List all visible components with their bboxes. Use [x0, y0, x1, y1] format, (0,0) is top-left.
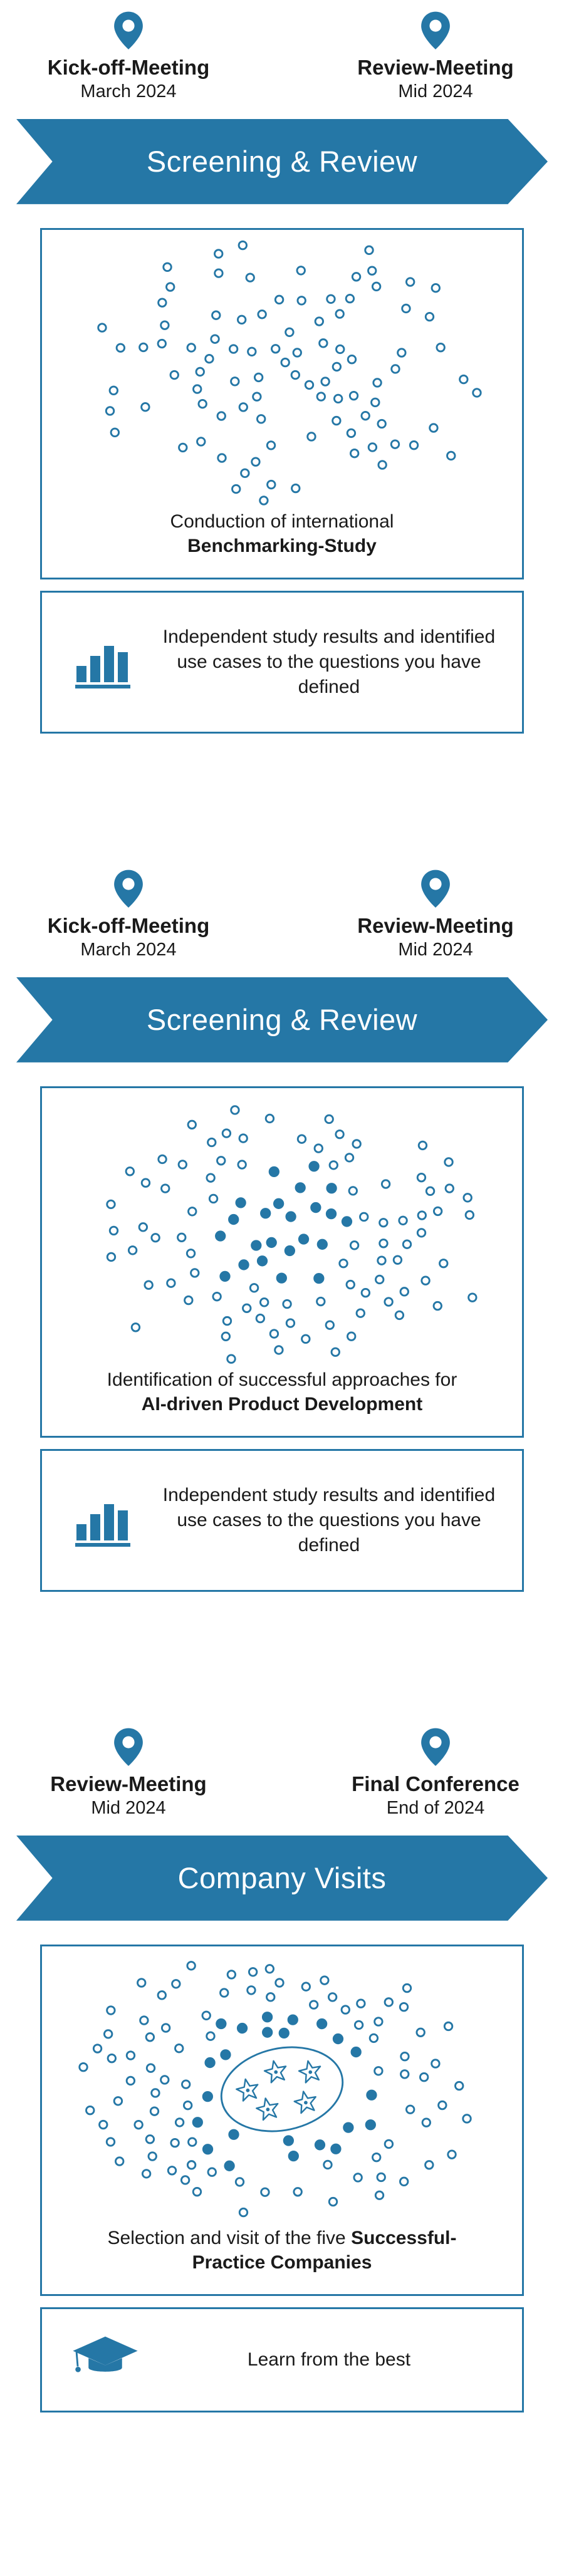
- phase-banner-label: Screening & Review: [146, 1003, 418, 1037]
- graduation-cap-icon: [58, 2333, 152, 2387]
- result-box: Learn from the best: [40, 2307, 524, 2413]
- caption-normal: Identification of successful approaches …: [107, 1369, 457, 1390]
- location-pin-icon: [418, 1727, 453, 1768]
- location-pin-icon: [418, 868, 453, 910]
- milestone-left: Kick-off-Meeting March 2024: [13, 10, 244, 103]
- bar-chart-icon: [58, 635, 152, 690]
- dots-illustration-stars: [78, 1960, 472, 2218]
- dots-illustration: [97, 240, 482, 506]
- milestone-left: Review-Meeting Mid 2024: [13, 1727, 244, 1819]
- result-text: Learn from the best: [247, 2349, 411, 2371]
- milestone-title: Kick-off-Meeting: [47, 56, 210, 79]
- phase-banner-label: Company Visits: [177, 1861, 387, 1895]
- phase-banner: Company Visits: [16, 1835, 548, 1921]
- milestones-row: Kick-off-Meeting March 2024 Review-Meeti…: [0, 10, 564, 103]
- location-pin-icon: [111, 1727, 146, 1768]
- milestone-right: Final Conference End of 2024: [320, 1727, 551, 1819]
- milestones-row: Kick-off-Meeting March 2024 Review-Meeti…: [0, 868, 564, 961]
- milestone-date: Mid 2024: [398, 81, 473, 101]
- caption-normal: Conduction of international: [170, 511, 394, 532]
- illustration-box: Identification of successful approaches …: [40, 1086, 524, 1438]
- milestone-date: End of 2024: [386, 1797, 485, 1818]
- milestones-row: Review-Meeting Mid 2024 Final Conference…: [0, 1727, 564, 1819]
- phase-section-3: Review-Meeting Mid 2024 Final Conference…: [0, 1716, 564, 2576]
- milestone-date: March 2024: [80, 81, 177, 101]
- result-text: Independent study results and identified…: [162, 1485, 496, 1555]
- milestone-date: March 2024: [80, 939, 177, 960]
- location-pin-icon: [111, 10, 146, 51]
- dots-illustration: [106, 1105, 478, 1364]
- caption-bold: AI-driven Product Development: [141, 1394, 423, 1415]
- milestone-left: Kick-off-Meeting March 2024: [13, 868, 244, 961]
- milestone-title: Review-Meeting: [50, 1772, 207, 1795]
- phase-banner: Screening & Review: [16, 118, 548, 204]
- illustration-caption: Selection and visit of the five Successf…: [107, 2226, 457, 2275]
- caption-bold: Successful-Practice Companies: [192, 2227, 457, 2273]
- illustration-box: Conduction of international Benchmarking…: [40, 227, 524, 580]
- phase-banner-label: Screening & Review: [146, 145, 418, 179]
- result-box: Independent study results and identified…: [40, 591, 524, 734]
- phase-section-2: Kick-off-Meeting March 2024 Review-Meeti…: [0, 858, 564, 1716]
- bar-chart-icon: [58, 1493, 152, 1548]
- phase-section-1: Kick-off-Meeting March 2024 Review-Meeti…: [0, 0, 564, 858]
- location-pin-icon: [418, 10, 453, 51]
- illustration-caption: Conduction of international Benchmarking…: [107, 509, 457, 559]
- illustration-box: Selection and visit of the five Successf…: [40, 1944, 524, 2297]
- caption-bold: Benchmarking-Study: [187, 536, 377, 557]
- milestone-title: Review-Meeting: [357, 914, 514, 937]
- milestone-title: Final Conference: [352, 1772, 520, 1795]
- caption-normal: Selection and visit of the five: [107, 2227, 352, 2248]
- milestone-title: Review-Meeting: [357, 56, 514, 79]
- result-text: Independent study results and identified…: [162, 626, 496, 697]
- illustration-caption: Identification of successful approaches …: [107, 1368, 457, 1417]
- milestone-date: Mid 2024: [398, 939, 473, 960]
- location-pin-icon: [111, 868, 146, 910]
- milestone-date: Mid 2024: [91, 1797, 166, 1818]
- milestone-right: Review-Meeting Mid 2024: [320, 10, 551, 103]
- phase-banner: Screening & Review: [16, 977, 548, 1062]
- milestone-title: Kick-off-Meeting: [47, 914, 210, 937]
- milestone-right: Review-Meeting Mid 2024: [320, 868, 551, 961]
- result-box: Independent study results and identified…: [40, 1449, 524, 1592]
